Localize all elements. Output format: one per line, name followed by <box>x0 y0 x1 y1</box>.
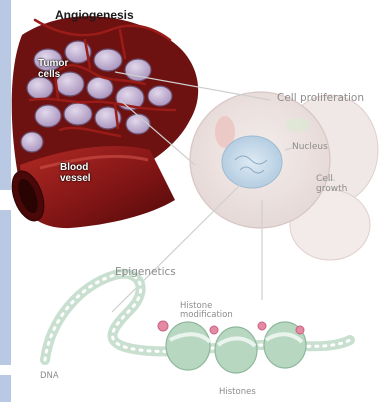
label-blood-vessel: Blood vessel <box>60 162 91 184</box>
label-blood-vessel-line2: vessel <box>60 173 91 184</box>
label-tumor-cells-line2: cells <box>38 69 68 80</box>
label-blood-vessel-line1: Blood <box>60 162 91 173</box>
label-tumor-cells-line1: Tumor <box>38 58 68 69</box>
label-histone-modification: Histone modification <box>180 302 233 320</box>
cell-proliferation-cluster <box>190 92 378 260</box>
label-tumor-cells: Tumor cells <box>38 58 68 80</box>
label-cell-growth-line1: Cell <box>316 174 347 184</box>
label-cell-proliferation: Cell proliferation <box>277 93 364 104</box>
label-angiogenesis: Angiogenesis <box>55 9 134 21</box>
histone-group <box>166 322 306 373</box>
blood-vessel-tumor <box>6 16 198 228</box>
label-histone-modification-line2: modification <box>180 311 233 320</box>
label-cell-growth: Cell growth <box>316 174 347 194</box>
label-epigenetics: Epigenetics <box>115 267 176 278</box>
label-dna: DNA <box>40 372 59 381</box>
label-histones: Histones <box>219 388 256 397</box>
label-nucleus: Nucleus <box>292 143 328 152</box>
label-cell-growth-line2: growth <box>316 184 347 194</box>
